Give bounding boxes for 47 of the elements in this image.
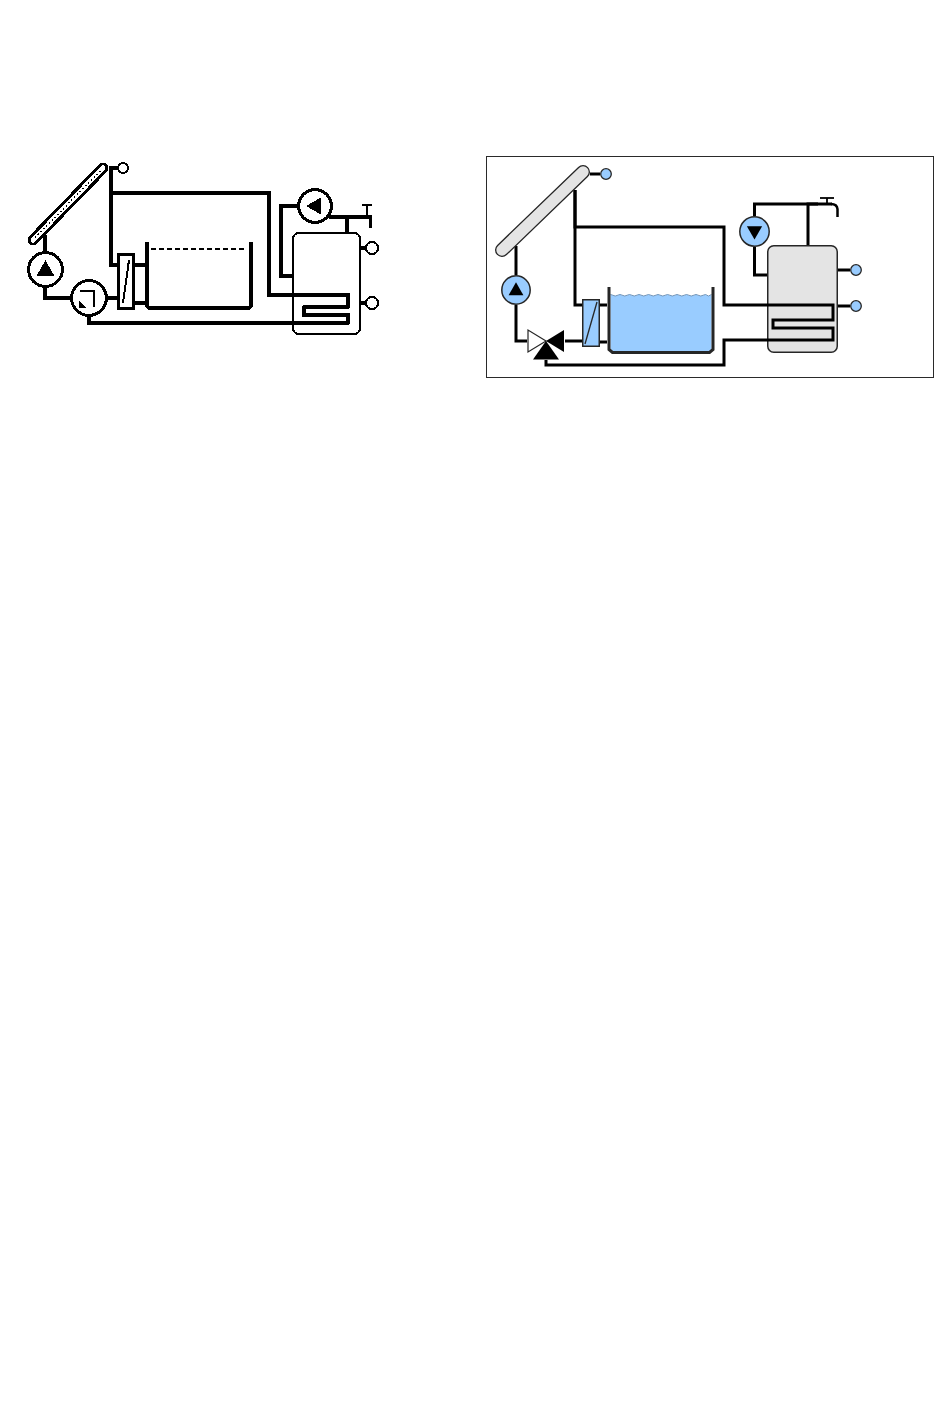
pipe-line — [135, 301, 145, 305]
pipe-line — [345, 215, 352, 232]
pipe-line — [565, 339, 582, 343]
pump-symbol — [27, 251, 64, 288]
pipe-line — [806, 202, 818, 245]
storage-tank — [767, 245, 838, 353]
pipe-line — [87, 317, 292, 325]
heat-exchanger — [582, 299, 600, 347]
heat-exchanger — [117, 253, 135, 310]
pipe-line — [514, 305, 527, 343]
pipe-line — [838, 304, 850, 308]
pipe-line — [544, 338, 767, 367]
pool-basin — [607, 287, 715, 354]
valve-symbol — [527, 329, 565, 360]
pipe-line — [43, 235, 47, 251]
pipe-line — [108, 296, 117, 300]
solar-collector — [27, 162, 109, 246]
pipe-line — [107, 170, 292, 297]
water-tap — [352, 202, 374, 228]
sensor-circle — [850, 264, 862, 276]
pipe-line — [514, 246, 518, 275]
storage-tank — [292, 232, 361, 335]
valve-symbol — [70, 279, 108, 317]
pipe-line — [279, 204, 297, 278]
sensor-circle — [117, 162, 129, 174]
pump-symbol — [501, 275, 531, 305]
pipe-line — [600, 303, 607, 307]
diagram-frame — [486, 156, 934, 378]
pump-symbol — [739, 216, 770, 247]
pipe-line — [838, 268, 850, 272]
sensor-circle — [365, 296, 379, 310]
pool-basin — [145, 242, 253, 310]
pipe-line — [135, 263, 145, 267]
pipe-line — [43, 288, 70, 300]
pipe-line — [753, 247, 767, 277]
solar-collector — [495, 165, 590, 257]
sensor-circle — [600, 168, 612, 180]
sensor-circle — [850, 300, 862, 312]
pump-symbol — [297, 188, 333, 224]
pipe-line — [109, 166, 117, 170]
pipe-line — [600, 340, 607, 344]
pipe-line — [361, 246, 365, 250]
pipe-line — [590, 172, 600, 176]
pipe-line — [573, 190, 767, 307]
water-tap — [818, 196, 840, 217]
pipe-line — [361, 301, 365, 305]
sensor-circle — [365, 241, 379, 255]
